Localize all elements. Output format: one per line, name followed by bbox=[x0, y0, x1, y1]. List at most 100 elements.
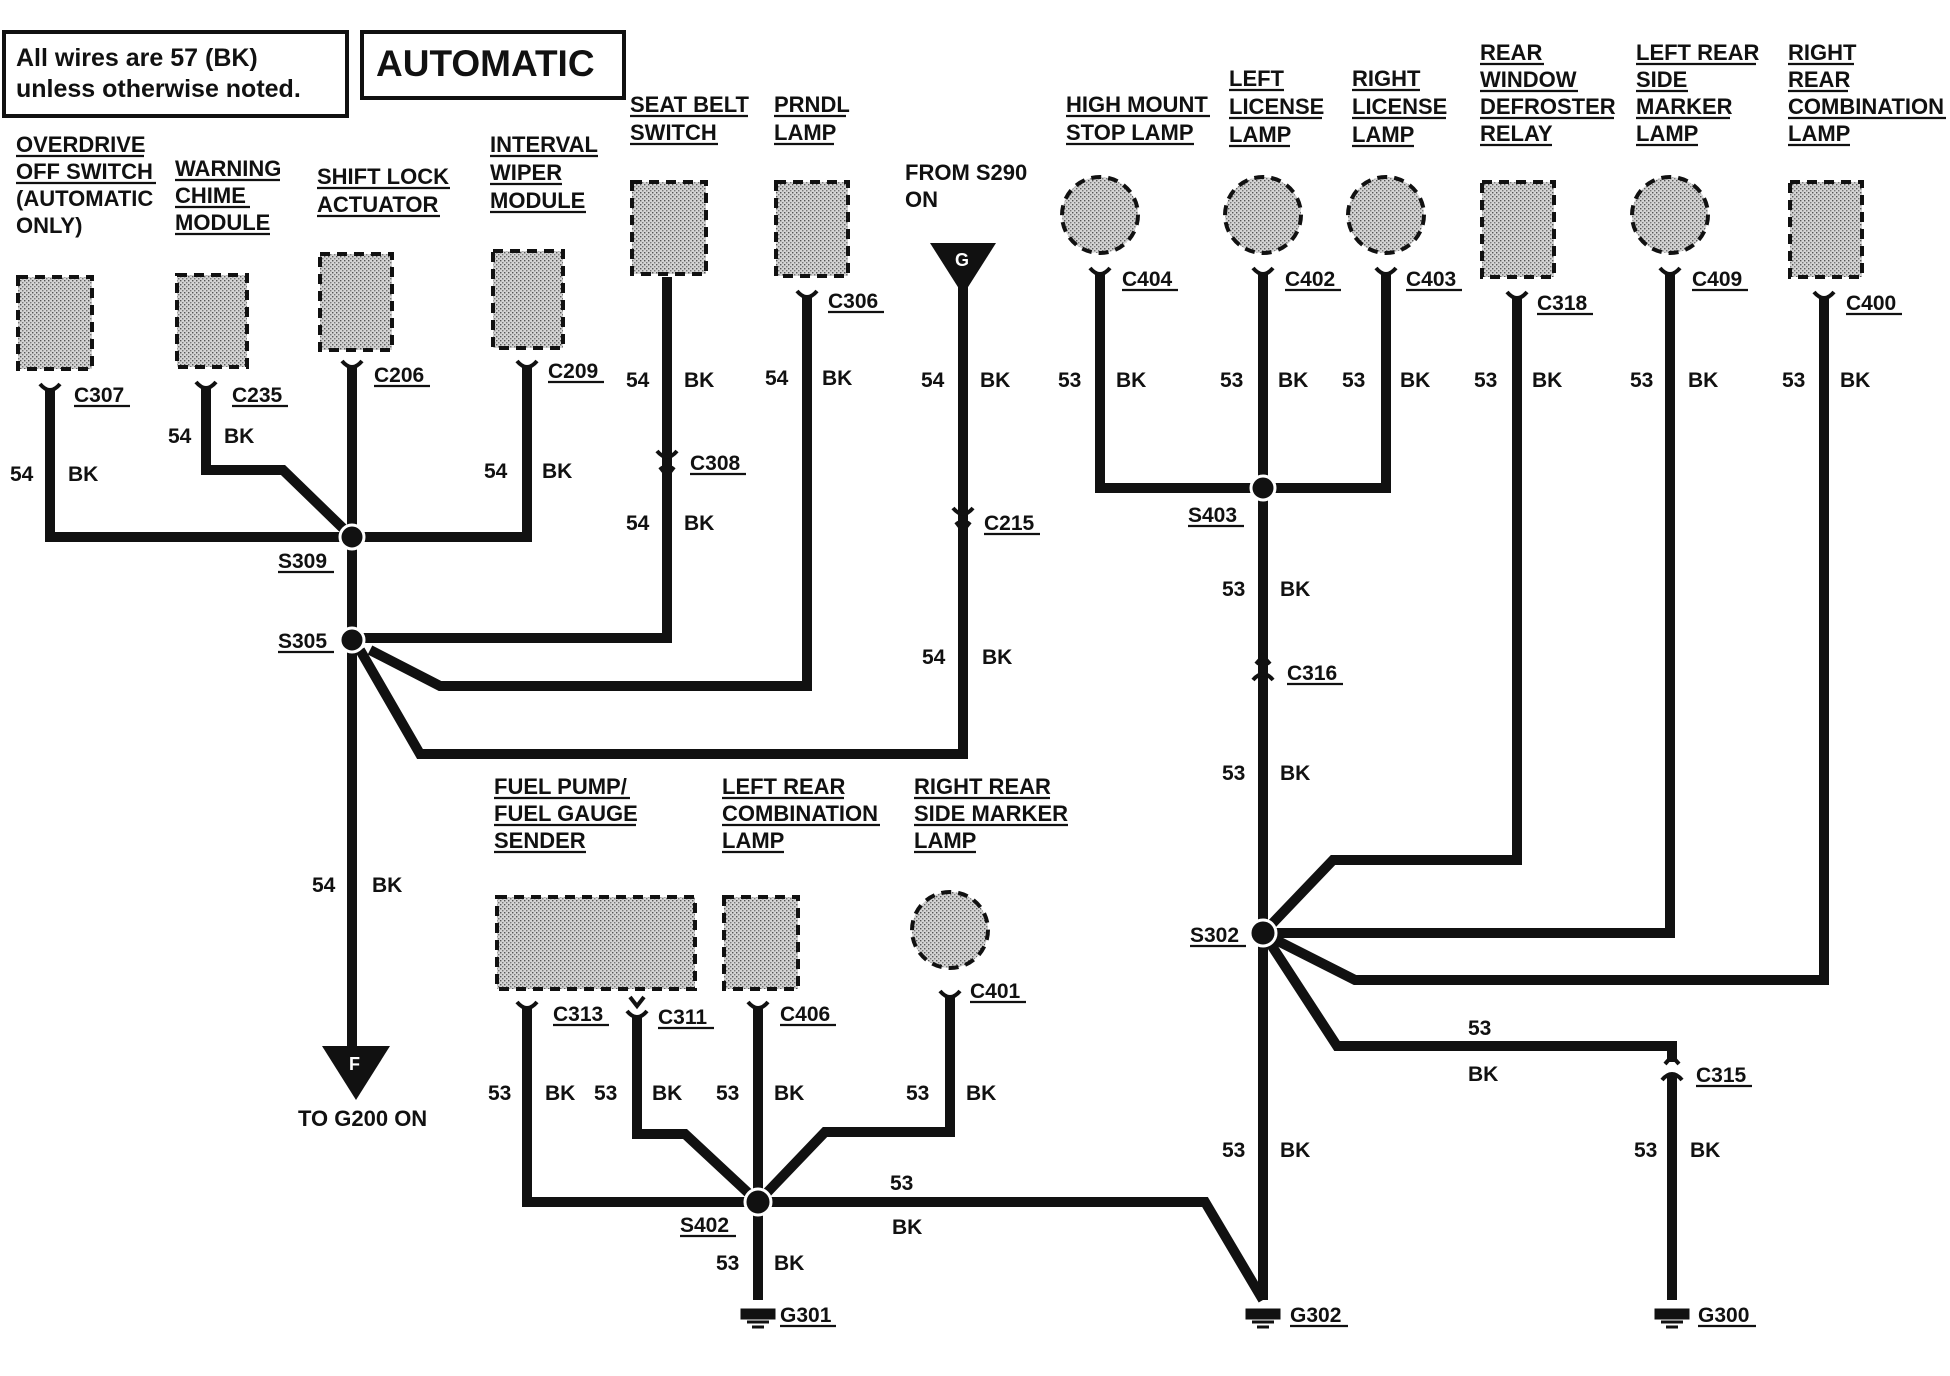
wire-label-bk: BK bbox=[652, 1082, 682, 1105]
c401-symbol bbox=[938, 989, 962, 999]
c311-symbol bbox=[625, 1009, 649, 1019]
c400-label: C400 bbox=[1846, 292, 1896, 315]
wire-c315-s302 bbox=[1263, 937, 1677, 1062]
splice-ground-labels: S309 S305 S403 S302 S402 G301 G302 G300 bbox=[278, 504, 1756, 1328]
wire-label-bk: BK bbox=[545, 1082, 575, 1105]
left-rear-side-marker-lamp bbox=[1630, 175, 1710, 255]
c308-symbol bbox=[655, 449, 679, 459]
wire-c409-s302 bbox=[1263, 272, 1675, 938]
right-rear-combination-lamp bbox=[1788, 180, 1864, 279]
wire-c209-s309 bbox=[352, 365, 532, 542]
connector-labels: C307 C235 C206 C209 C306 C308 C215 C404 … bbox=[74, 268, 1902, 1088]
rrsidemarker-label-3: LAMP bbox=[914, 828, 976, 853]
wire-c318-s302 bbox=[1264, 296, 1522, 932]
from-s290-arrow bbox=[930, 243, 996, 295]
c316-symbol bbox=[1251, 672, 1275, 682]
wire-label-bk: BK bbox=[1278, 369, 1308, 392]
shiftlock-label-2: ACTUATOR bbox=[317, 192, 439, 217]
g302-label: G302 bbox=[1290, 1304, 1341, 1327]
s305-label: S305 bbox=[278, 630, 327, 653]
c404-label: C404 bbox=[1122, 268, 1173, 291]
highmount-label-1: HIGH MOUNT bbox=[1066, 92, 1208, 117]
connector-symbols bbox=[38, 266, 1836, 1082]
c206-symbol bbox=[340, 359, 364, 369]
wire-label-bk: BK bbox=[774, 1082, 804, 1105]
wire-label-54: 54 bbox=[626, 369, 650, 392]
wiper-label-2: WIPER bbox=[490, 160, 562, 185]
chime-label-2: CHIME bbox=[175, 183, 246, 208]
rrcombo-label-1: RIGHT bbox=[1788, 40, 1857, 65]
wire-label-bk: BK bbox=[1532, 369, 1562, 392]
wire-label-bk: BK bbox=[1280, 578, 1310, 601]
lrsidemarker-label-2: SIDE bbox=[1636, 67, 1687, 92]
c315-symbol-b bbox=[1663, 1052, 1681, 1066]
s309-label: S309 bbox=[278, 550, 327, 573]
title-box bbox=[360, 30, 626, 100]
wire-label-bk: BK bbox=[224, 425, 254, 448]
s402-dot bbox=[743, 1187, 773, 1217]
components bbox=[16, 175, 1864, 991]
high-mount-stop-lamp bbox=[1060, 175, 1140, 255]
wire-label-bk: BK bbox=[684, 512, 714, 535]
wire-c311-s402 bbox=[632, 1015, 762, 1206]
wire-label-53: 53 bbox=[1468, 1017, 1491, 1040]
splices bbox=[338, 474, 1278, 1217]
seatbelt-label-1: SEAT BELT bbox=[630, 92, 750, 117]
c315-label: C315 bbox=[1696, 1064, 1747, 1087]
chime-label-1: WARNING bbox=[175, 156, 281, 181]
c315-symbol bbox=[1660, 1072, 1684, 1082]
wire-c235-s309 bbox=[201, 386, 356, 541]
wire-label-53: 53 bbox=[1474, 369, 1497, 392]
wire-label-53: 53 bbox=[906, 1082, 929, 1105]
wire-label-53: 53 bbox=[1342, 369, 1365, 392]
s309-dot bbox=[338, 523, 366, 551]
wire-c307-s309 bbox=[45, 388, 352, 542]
rightlicense-label-1: RIGHT bbox=[1352, 66, 1421, 91]
wiper-label-3: MODULE bbox=[490, 188, 585, 213]
c235-label: C235 bbox=[232, 384, 283, 407]
s302-dot bbox=[1248, 918, 1278, 948]
to-g200-arrow bbox=[322, 1046, 390, 1100]
wire-prndl-s305 bbox=[367, 295, 812, 691]
wire-label-53: 53 bbox=[1634, 1139, 1657, 1162]
c306-symbol bbox=[795, 289, 819, 299]
wire-label-bk: BK bbox=[68, 463, 98, 486]
diagram-title: AUTOMATIC bbox=[376, 43, 595, 84]
ground-symbols bbox=[740, 1308, 1690, 1329]
wire-label-53: 53 bbox=[1222, 762, 1245, 785]
c215-symbol bbox=[951, 506, 975, 516]
wire-label-54: 54 bbox=[10, 463, 34, 486]
wire-label-bk: BK bbox=[1116, 369, 1146, 392]
wire-label-bk: BK bbox=[1468, 1063, 1498, 1086]
from-s290-label-1: FROM S290 bbox=[905, 160, 1027, 185]
s402-label: S402 bbox=[680, 1214, 729, 1237]
c307-symbol bbox=[38, 382, 62, 392]
c406-symbol bbox=[746, 1000, 770, 1010]
c215-symbol-b bbox=[954, 520, 972, 535]
left-rear-combination-lamp bbox=[722, 895, 800, 991]
rrcombo-label-4: LAMP bbox=[1788, 121, 1850, 146]
rear-window-defroster-relay bbox=[1480, 180, 1556, 279]
rrcombo-label-3: COMBINATION bbox=[1788, 94, 1944, 119]
c406-label: C406 bbox=[780, 1003, 830, 1026]
wire-label-54: 54 bbox=[626, 512, 650, 535]
g302-symbol bbox=[1245, 1308, 1281, 1329]
wire-label-bk: BK bbox=[1690, 1139, 1720, 1162]
overdrive-label-1: OVERDRIVE bbox=[16, 132, 146, 157]
wire-c401-s402 bbox=[754, 995, 955, 1206]
marker-g: G bbox=[955, 250, 969, 270]
wire-note-line1: All wires are 57 (BK) bbox=[16, 44, 258, 72]
c311-label: C311 bbox=[658, 1006, 707, 1029]
wire-label-54: 54 bbox=[922, 646, 946, 669]
overdrive-label-2: OFF SWITCH bbox=[16, 159, 153, 184]
c402-label: C402 bbox=[1285, 268, 1335, 291]
wire-label-bk: BK bbox=[822, 367, 852, 390]
c401-label: C401 bbox=[970, 980, 1021, 1003]
defroster-label-1: REAR bbox=[1480, 40, 1542, 65]
lrsidemarker-label-4: LAMP bbox=[1636, 121, 1698, 146]
s305-dot bbox=[338, 626, 366, 654]
rrcombo-label-2: REAR bbox=[1788, 67, 1850, 92]
wire-labels: 54 BK 54 BK 54 BK 54 BK 54 BK 54 BK 54 B… bbox=[10, 367, 1870, 1275]
g301-symbol bbox=[740, 1308, 776, 1329]
